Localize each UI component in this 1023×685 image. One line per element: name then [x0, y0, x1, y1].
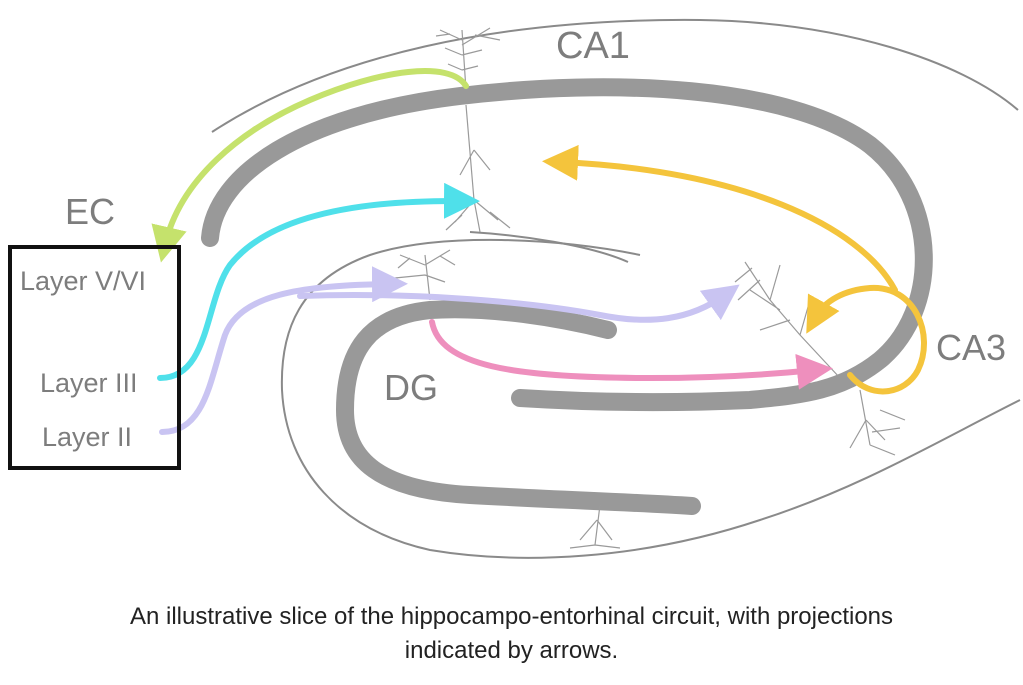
ca1-ca3-pyramidal-layer [201, 78, 933, 412]
arrow-ca1-to-layer-5-6 [151, 68, 469, 263]
layer-2-label: Layer II [42, 422, 132, 452]
layer-5-6-label: Layer V/VI [20, 266, 146, 296]
caption-line-1: An illustrative slice of the hippocampo-… [129, 603, 894, 630]
slice-outline [211, 18, 1021, 559]
cell-layers [201, 78, 933, 515]
dg-neuron-top [394, 249, 456, 301]
ca3-neuron [734, 261, 841, 379]
ec-layer-box [8, 245, 181, 470]
inner-contour [280, 238, 1021, 559]
ec-label: EC [65, 191, 115, 232]
ca3-label: CA3 [936, 327, 1006, 368]
arrow-ca3-to-ca1 [542, 144, 898, 293]
hippocampus-diagram: CA1 CA3 DG EC Layer V/VI Layer III Layer… [8, 18, 1021, 559]
ca1-neuron-top [435, 27, 501, 91]
arrow-layer-2-to-ca3 [297, 284, 740, 323]
diagram-canvas: CA1 CA3 DG EC Layer V/VI Layer III Layer… [8, 18, 1021, 559]
inner-fissure-line [469, 231, 629, 263]
outer-contour [211, 18, 1019, 133]
ca1-label: CA1 [556, 25, 630, 67]
dg-label: DG [384, 367, 438, 408]
arrow-layer-2-to-dg [159, 266, 408, 435]
ca3-neuron-bottom [849, 389, 906, 456]
layer-3-label: Layer III [40, 368, 138, 398]
caption-line-2: indicated by arrows. [404, 637, 619, 664]
figure-caption: An illustrative slice of the hippocampo-… [0, 600, 1023, 668]
arrow-layer-3-to-ca1 [157, 182, 480, 381]
ca1-neuron-bottom [445, 104, 511, 233]
projection-arrows [151, 68, 927, 435]
dg-neuron-bottom [569, 504, 621, 549]
neuron-sketches [394, 27, 906, 549]
arrow-dg-to-ca3 [429, 319, 833, 390]
arrow-ca3-recurrent [806, 284, 927, 395]
dentate-granule-layer [335, 300, 701, 515]
